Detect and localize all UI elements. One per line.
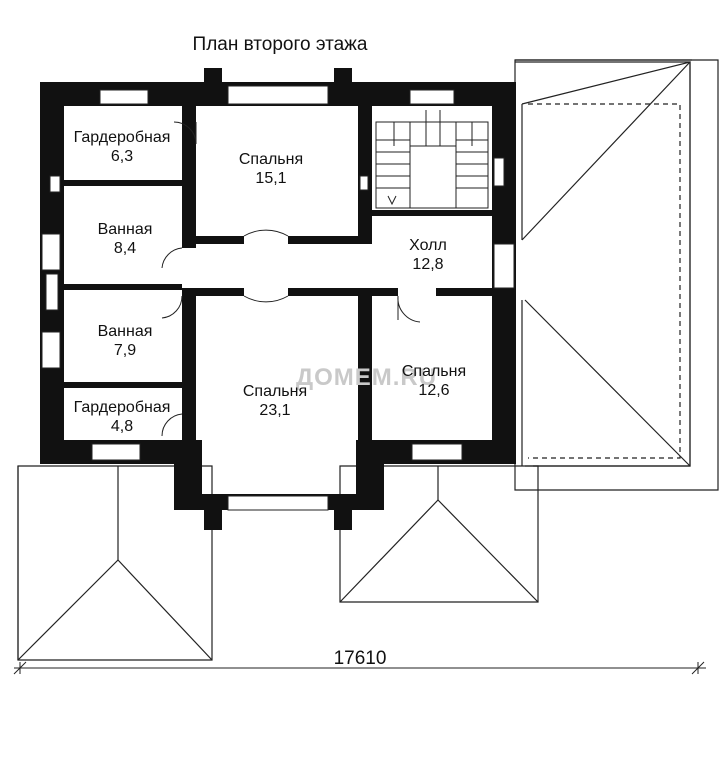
room-name: Ванная bbox=[97, 323, 153, 340]
room-area: 4,8 bbox=[110, 418, 134, 435]
room-label-bathroom-2: Ванная 7,9 bbox=[70, 322, 180, 360]
dimension-line bbox=[13, 661, 706, 675]
plan-title: План второго этажа bbox=[192, 34, 368, 55]
windows bbox=[41, 85, 515, 511]
room-area: 8,4 bbox=[113, 240, 137, 257]
watermark: ДОМЕМ.RU bbox=[296, 364, 438, 391]
room-label-bedroom-1: Спальня 15,1 bbox=[216, 150, 326, 188]
roof-right bbox=[514, 59, 719, 491]
roof-bottom-left bbox=[17, 465, 213, 661]
fixtures bbox=[45, 157, 505, 311]
room-area: 12,8 bbox=[412, 256, 444, 273]
staircase bbox=[375, 110, 489, 209]
room-name: Спальня bbox=[242, 383, 308, 400]
room-name: Гардеробная bbox=[73, 399, 171, 416]
dimension-label: 17610 bbox=[333, 648, 387, 669]
room-label-wardrobe-1: Гардеробная 6,3 bbox=[62, 128, 182, 166]
roof-bottom-mid bbox=[339, 465, 539, 603]
room-label-wardrobe-2: Гардеробная 4,8 bbox=[62, 398, 182, 436]
room-area: 23,1 bbox=[259, 402, 291, 419]
room-name: Спальня bbox=[401, 363, 467, 380]
room-name: Ванная bbox=[97, 221, 153, 238]
room-label-hall: Холл 12,8 bbox=[380, 236, 476, 274]
room-area: 15,1 bbox=[255, 170, 287, 187]
room-label-bathroom-1: Ванная 8,4 bbox=[70, 220, 180, 258]
room-name: Спальня bbox=[238, 151, 304, 168]
room-name: Холл bbox=[409, 237, 447, 254]
room-area: 7,9 bbox=[113, 342, 137, 359]
door-swings bbox=[161, 121, 421, 437]
room-area: 6,3 bbox=[110, 148, 134, 165]
room-name: Гардеробная bbox=[73, 129, 171, 146]
room-area: 12,6 bbox=[418, 382, 450, 399]
room-label-bedroom-3: Спальня 23,1 bbox=[220, 382, 330, 420]
room-label-bedroom-2: Спальня 12,6 bbox=[386, 362, 482, 400]
